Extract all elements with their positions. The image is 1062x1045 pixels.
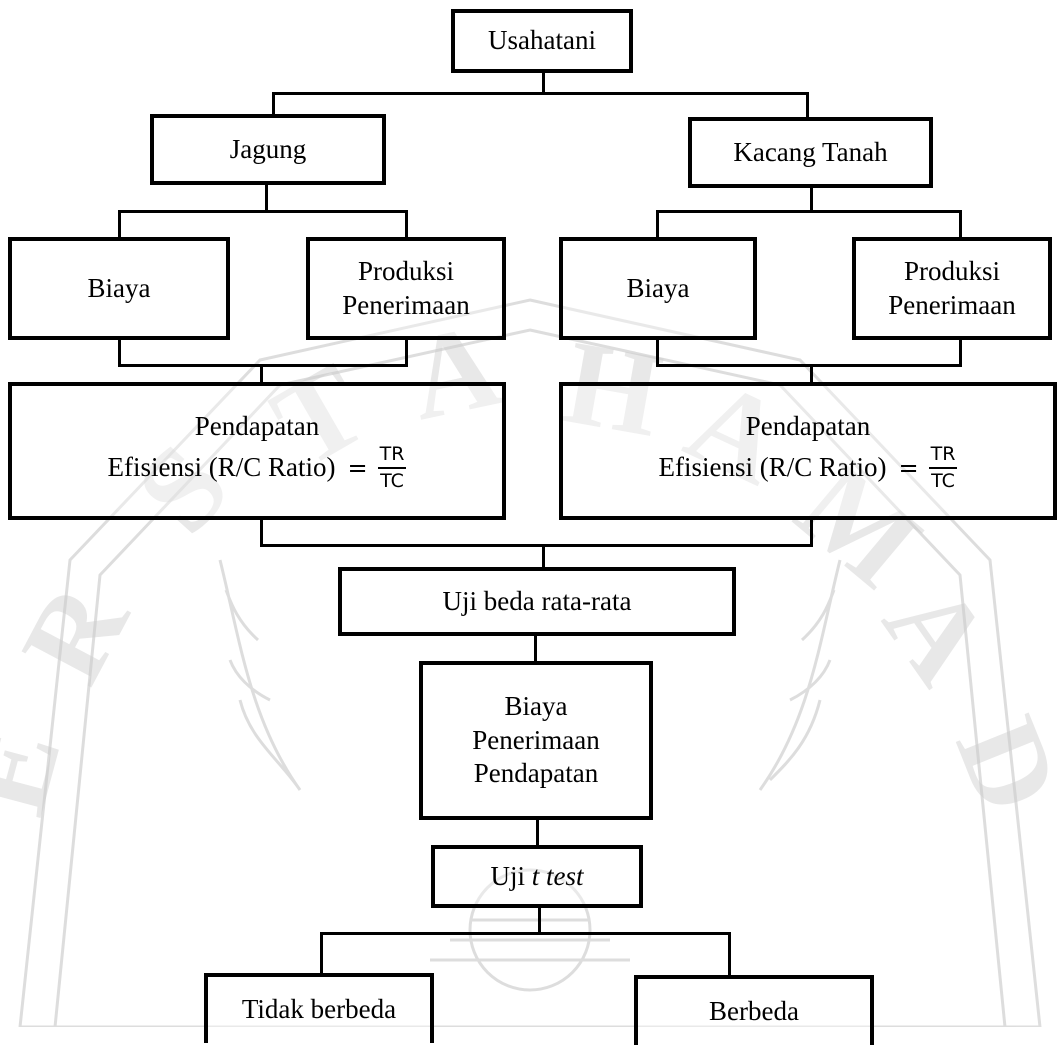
fraction-denominator: TC [931, 469, 955, 492]
node-kacang-biaya: Biaya [559, 237, 757, 340]
fraction-numerator: TR [928, 444, 958, 469]
connector [959, 210, 962, 240]
connector [810, 517, 813, 547]
node-uji-t-test: Uji t test [431, 845, 643, 908]
connector [656, 210, 962, 213]
node-label: Biaya [626, 272, 690, 303]
equals-sign: = [347, 453, 368, 482]
node-label: Biaya [87, 272, 151, 303]
node-uji-beda-rata-rata: Uji beda rata-rata [338, 567, 736, 636]
node-jagung-biaya: Biaya [8, 237, 230, 340]
node-kacang-pendapatan-efisiensi: Pendapatan Efisiensi (R/C Ratio) = TR TC [559, 382, 1057, 520]
connector [728, 932, 731, 976]
node-label: Efisiensi (R/C Ratio) [658, 452, 887, 482]
connector [272, 92, 275, 114]
uji-prefix: Uji [490, 860, 525, 891]
connector [534, 634, 537, 664]
connector [536, 818, 539, 848]
node-label: Usahatani [488, 25, 596, 56]
connector [656, 337, 659, 367]
node-tidak-berbeda: Tidak berbeda [204, 973, 434, 1043]
connector [959, 337, 962, 367]
connector [656, 210, 659, 240]
connector [118, 337, 121, 367]
fraction-denominator: TC [380, 469, 404, 492]
node-label: Jagung [229, 133, 307, 164]
node-label: Penerimaan [472, 724, 600, 755]
node-label: Biaya [504, 690, 568, 721]
svg-text:D: D [931, 700, 1062, 830]
node-biaya-penerimaan-pendapatan: Biaya Penerimaan Pendapatan [419, 661, 653, 820]
node-label: Penerimaan [888, 289, 1016, 320]
node-label: Pendapatan [473, 758, 599, 789]
fraction-numerator: TR [377, 444, 407, 469]
connector [265, 183, 268, 213]
node-jagung-produksi-penerimaan: Produksi Penerimaan [306, 237, 506, 340]
node-label: Pendapatan [194, 411, 320, 442]
rc-ratio-formula: Efisiensi (R/C Ratio) = TR TC [659, 444, 958, 492]
t-test-italic: t test [531, 860, 584, 891]
node-label: Efisiensi (R/C Ratio) [107, 452, 336, 482]
svg-text:E: E [0, 715, 86, 827]
connector [118, 210, 408, 213]
connector [810, 364, 813, 386]
connector [405, 337, 408, 367]
node-label: Tidak berbeda [241, 994, 397, 1025]
rc-ratio-formula: Efisiensi (R/C Ratio) = TR TC [108, 444, 407, 492]
connector [272, 92, 808, 95]
connector [542, 544, 545, 568]
node-label: Uji t test [490, 860, 583, 894]
node-jagung-pendapatan-efisiensi: Pendapatan Efisiensi (R/C Ratio) = TR TC [8, 382, 506, 520]
connector [260, 364, 263, 384]
connector [118, 210, 121, 240]
node-label: Produksi [357, 255, 455, 286]
node-label: Berbeda [709, 996, 799, 1027]
node-kacang-produksi-penerimaan: Produksi Penerimaan [852, 237, 1052, 340]
connector [538, 906, 541, 934]
connector [806, 92, 809, 117]
connector [320, 932, 731, 935]
node-label: Produksi [903, 255, 1001, 286]
connector [542, 71, 545, 94]
svg-text:R: R [0, 562, 154, 702]
node-label: Penerimaan [342, 289, 470, 320]
connector [260, 544, 813, 547]
node-jagung: Jagung [150, 114, 386, 185]
connector [656, 364, 962, 367]
connector [118, 364, 408, 367]
node-usahatani: Usahatani [451, 9, 633, 73]
node-label: Uji beda rata-rata [442, 585, 632, 616]
connector [260, 517, 263, 547]
connector [405, 210, 408, 240]
connector [320, 932, 323, 976]
node-kacang-tanah: Kacang Tanah [688, 117, 933, 188]
node-berbeda: Berbeda [634, 975, 874, 1045]
tr-over-tc-fraction: TR TC [928, 444, 958, 492]
equals-sign: = [898, 453, 919, 482]
tr-over-tc-fraction: TR TC [377, 444, 407, 492]
connector [810, 186, 813, 213]
node-label: Pendapatan [745, 411, 871, 442]
node-label: Kacang Tanah [733, 136, 888, 167]
